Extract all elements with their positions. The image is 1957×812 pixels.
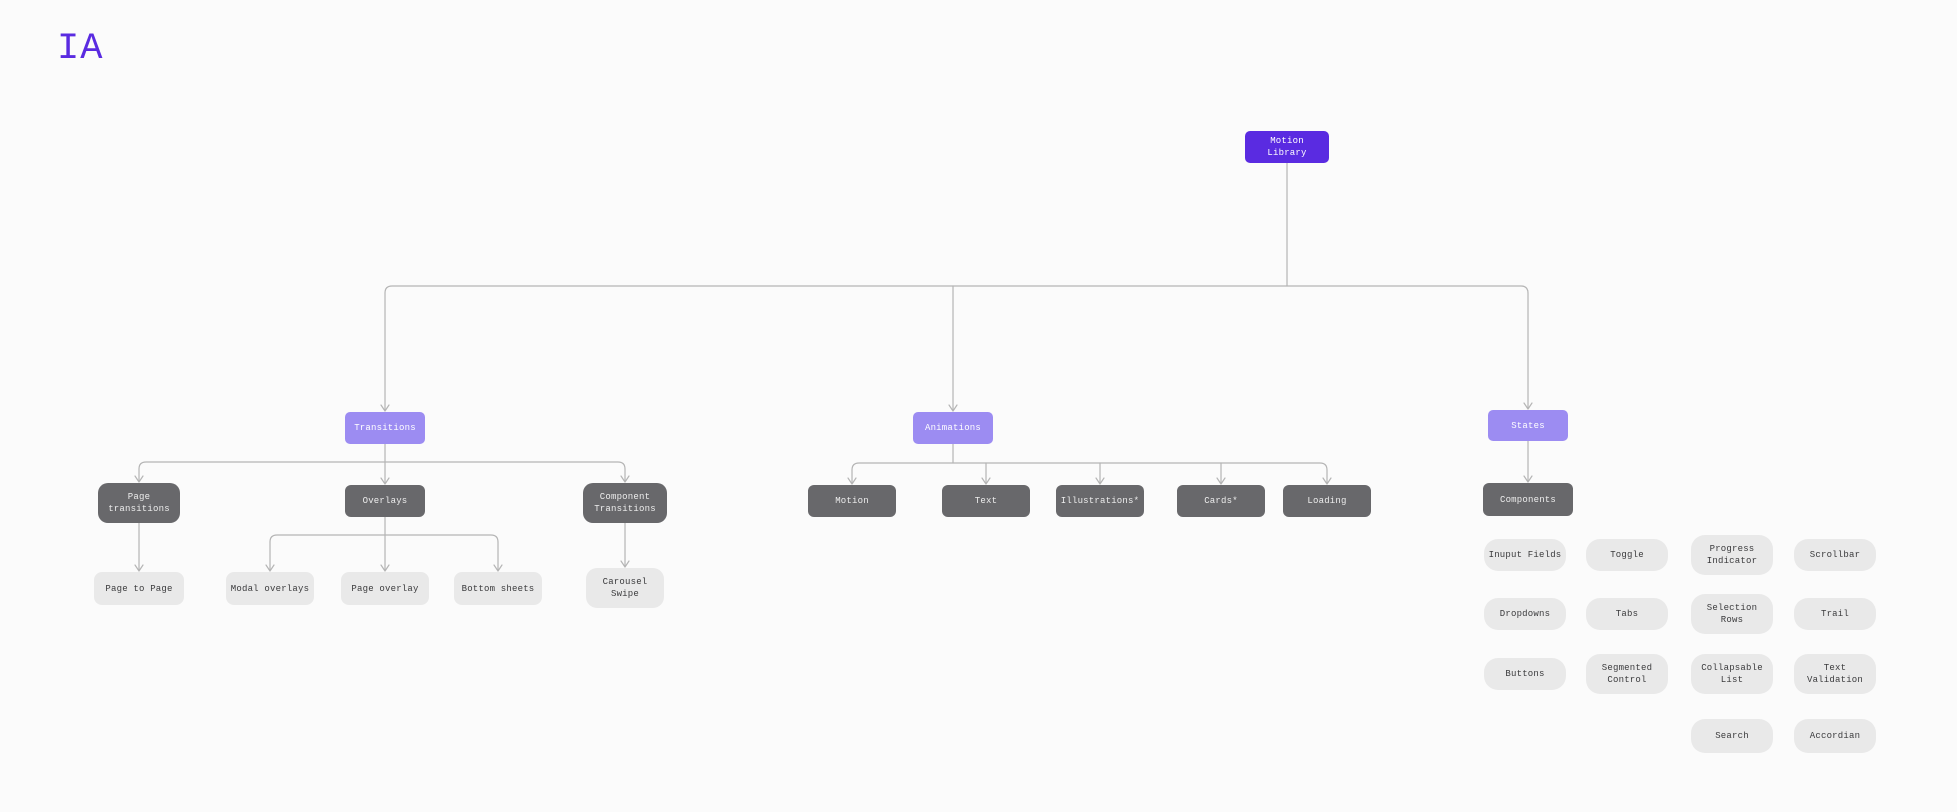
edge-transitions-arrowhead (134, 475, 144, 483)
node-label: Buttons (1505, 669, 1545, 679)
node-label: Accordian (1809, 731, 1861, 741)
node-inuput-fields[interactable]: Inuput Fields (1484, 539, 1566, 571)
node-carousel-swipe[interactable]: Carousel Swipe (586, 568, 664, 608)
node-dropdowns[interactable]: Dropdowns (1484, 598, 1566, 630)
node-label: Trail (1820, 609, 1849, 619)
node-loading[interactable]: Loading (1283, 485, 1371, 517)
node-label: Carousel Swipe (602, 577, 648, 599)
edge-page-transitions-arrowhead (134, 564, 144, 572)
node-text[interactable]: Text (942, 485, 1030, 517)
node-overlays[interactable]: Overlays (345, 485, 425, 517)
node-label: Illustrations* (1060, 496, 1140, 506)
node-label: Search (1715, 731, 1749, 741)
node-label: Components (1499, 494, 1556, 505)
node-page-to-page[interactable]: Page to Page (94, 572, 184, 605)
edge-motion-library-arrowhead (1523, 402, 1533, 410)
edge-overlays-rail (269, 534, 499, 543)
edge-animations-arrowhead (847, 477, 857, 485)
node-label: Animations (924, 423, 981, 433)
node-label: Motion Library (1267, 136, 1307, 158)
edge-animations-rail (851, 462, 1328, 471)
edge-transitions-arrowhead (380, 477, 390, 485)
node-illustrations[interactable]: Illustrations* (1056, 485, 1144, 517)
node-label: Dropdowns (1499, 609, 1551, 619)
node-page-transitions[interactable]: Page transitions (98, 483, 180, 523)
node-label: Text Validation (1806, 663, 1863, 685)
node-label: Collapsable List (1701, 663, 1763, 685)
node-selection-rows[interactable]: Selection Rows (1691, 594, 1773, 634)
node-page-overlay[interactable]: Page overlay (341, 572, 429, 605)
node-tabs[interactable]: Tabs (1586, 598, 1668, 630)
node-toggle[interactable]: Toggle (1586, 539, 1668, 571)
node-label: Transitions (354, 423, 416, 433)
node-label: Progress Indicator (1706, 544, 1758, 566)
node-label: Tabs (1615, 609, 1639, 619)
node-cards[interactable]: Cards* (1177, 485, 1265, 517)
node-label: Segmented Control (1601, 663, 1653, 685)
node-animations[interactable]: Animations (913, 412, 993, 444)
node-search[interactable]: Search (1691, 719, 1773, 753)
node-accordian[interactable]: Accordian (1794, 719, 1876, 753)
node-states[interactable]: States (1488, 410, 1568, 441)
node-label: Modal overlays (230, 583, 310, 594)
node-motion-library[interactable]: Motion Library (1245, 131, 1329, 163)
node-transitions[interactable]: Transitions (345, 412, 425, 444)
node-label: Selection Rows (1706, 603, 1758, 625)
node-modal-overlays[interactable]: Modal overlays (226, 572, 314, 605)
edge-motion-library-arrowhead (948, 404, 958, 412)
edge-motion-library-arrowhead (380, 404, 390, 412)
edge-overlays-arrowhead (265, 564, 275, 572)
node-label: States (1511, 420, 1545, 431)
edge-overlays-arrowhead (493, 564, 503, 572)
node-segmented-control[interactable]: Segmented Control (1586, 654, 1668, 694)
page-title: IA (57, 28, 104, 70)
node-label: Page transitions (108, 492, 170, 514)
edge-motion-library-rail (384, 285, 1529, 294)
node-collapsable-list[interactable]: Collapsable List (1691, 654, 1773, 694)
node-label: Scrollbar (1809, 550, 1861, 560)
node-motion[interactable]: Motion (808, 485, 896, 517)
edge-animations-arrowhead (981, 477, 991, 485)
edge-transitions-rail (138, 461, 626, 470)
node-trail[interactable]: Trail (1794, 598, 1876, 630)
node-label: Motion (835, 496, 869, 506)
edge-component-transitions-arrowhead (620, 560, 630, 568)
node-label: Cards* (1204, 496, 1238, 506)
edge-transitions-arrowhead (620, 475, 630, 483)
node-label: Text (974, 496, 998, 506)
edge-overlays-arrowhead (380, 564, 390, 572)
node-label: Page overlay (351, 583, 419, 594)
node-scrollbar[interactable]: Scrollbar (1794, 539, 1876, 571)
node-label: Bottom sheets (461, 583, 535, 594)
node-label: Overlays (362, 496, 408, 506)
edge-animations-arrowhead (1322, 477, 1332, 485)
node-label: Inuput Fields (1488, 550, 1562, 560)
node-label: Component Transitions (594, 492, 656, 514)
node-components[interactable]: Components (1483, 483, 1573, 516)
node-text-validation[interactable]: Text Validation (1794, 654, 1876, 694)
edge-animations-arrowhead (1095, 477, 1105, 485)
edge-states-arrowhead (1523, 475, 1533, 483)
edge-animations-arrowhead (1216, 477, 1226, 485)
node-label: Page to Page (105, 583, 173, 594)
node-component-transitions[interactable]: Component Transitions (583, 483, 667, 523)
node-bottom-sheets[interactable]: Bottom sheets (454, 572, 542, 605)
node-buttons[interactable]: Buttons (1484, 658, 1566, 690)
node-label: Loading (1307, 496, 1347, 506)
node-progress-indicator[interactable]: Progress Indicator (1691, 535, 1773, 575)
node-label: Toggle (1610, 550, 1644, 560)
